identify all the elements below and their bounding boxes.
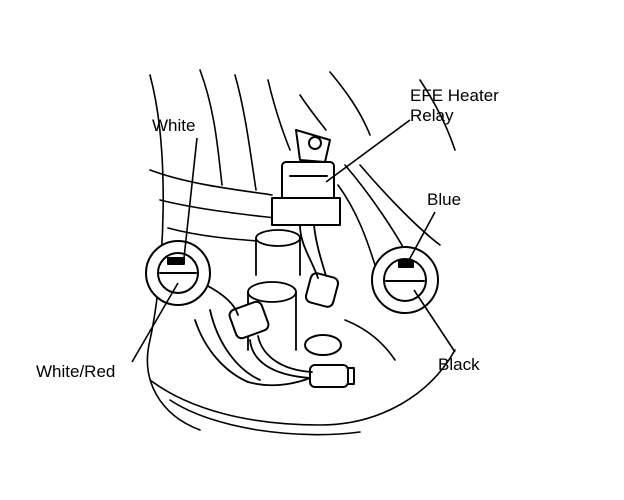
- efe-heater-relay: [271, 129, 341, 226]
- white-red-wire-label: White/Red: [36, 362, 116, 381]
- efe-heater-relay-label-line1: EFE Heater: [410, 86, 499, 105]
- engine-contours: [146, 69, 456, 436]
- left-connector-end-view: [145, 240, 211, 306]
- blue-wire-label: Blue: [427, 190, 462, 209]
- leader-lines: [131, 119, 456, 363]
- white-wire-label: White: [152, 116, 196, 135]
- wire-harness: [194, 224, 327, 387]
- black-wire-label: Black: [438, 355, 480, 374]
- efe-heater-relay-label-line2: Relay: [410, 106, 454, 125]
- connectors: [228, 272, 355, 388]
- canisters: [247, 229, 301, 351]
- right-connector-end-view: [371, 246, 439, 314]
